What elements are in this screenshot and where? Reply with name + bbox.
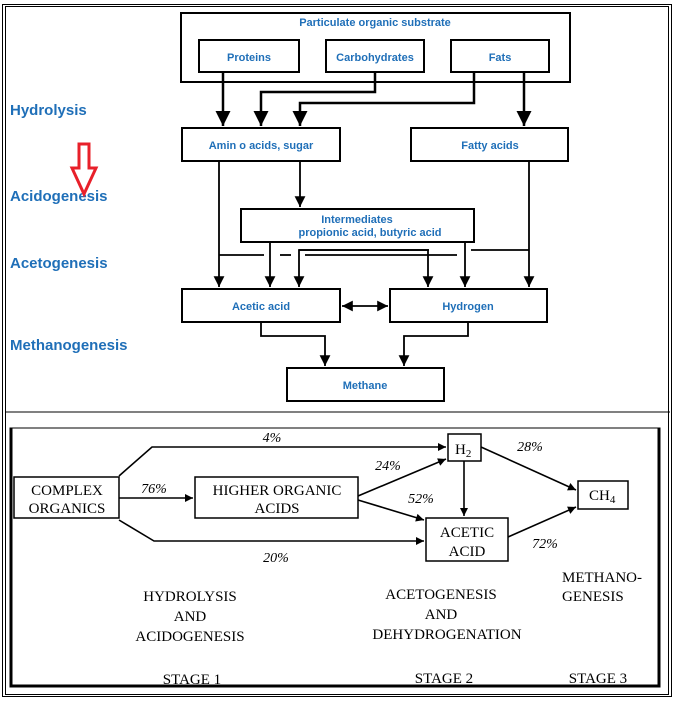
flow-label-complex-to-higher: 76% [141, 482, 167, 497]
bottom-panel-border [9, 427, 661, 688]
stage-3-label: STAGE 3 [569, 671, 627, 687]
svg-text:AND: AND [174, 609, 207, 625]
flow-label-acetic-to-ch4: 72% [532, 537, 558, 552]
arrow-complex-to-h2 [118, 443, 446, 477]
mid-connectors [213, 161, 535, 366]
phase-acetogenesis-dehydrogenation: ACETOGENESIS AND DEHYDROGENATION [372, 587, 521, 643]
svg-text:Proteins: Proteins [227, 52, 271, 64]
top-connectors [215, 72, 532, 126]
svg-text:Methane: Methane [343, 380, 388, 392]
svg-text:AND: AND [425, 607, 458, 623]
inner-frame [5, 6, 669, 695]
red-down-arrow-icon [69, 142, 99, 198]
bottom-connectors [118, 443, 577, 545]
arrow-acetic-to-ch4 [507, 506, 577, 538]
arrow-carbs-to-amino [253, 72, 377, 126]
flow-label-h2-to-ch4: 28% [517, 440, 543, 455]
svg-text:propionic acid, butyric acid: propionic acid, butyric acid [298, 227, 441, 239]
stage-label-methanogenesis: Methanogenesis [10, 337, 128, 354]
svg-text:ACID: ACID [449, 544, 486, 560]
stage-label-acidogenesis: Acidogenesis [10, 188, 108, 205]
node-higher-organic-acids: HIGHER ORGANIC ACIDS [194, 476, 359, 519]
box-proteins: Proteins [198, 39, 300, 73]
svg-text:Hydrogen: Hydrogen [442, 301, 494, 313]
stage-label-acetogenesis: Acetogenesis [10, 255, 108, 272]
svg-text:CH4: CH4 [589, 488, 616, 506]
svg-text:H2: H2 [455, 442, 471, 460]
bottom-flowchart: COMPLEX ORGANICS HIGHER ORGANIC ACIDS H2… [9, 427, 661, 688]
arrow-branch-to-hydrogen [299, 249, 434, 287]
node-h2: H2 [447, 433, 482, 462]
svg-text:HIGHER ORGANIC: HIGHER ORGANIC [213, 483, 342, 499]
node-acetic-acid: ACETIC ACID [425, 517, 509, 562]
arrow-h2-to-ch4 [480, 446, 577, 491]
box-acetic-acid: Acetic acid [181, 288, 341, 323]
stage-2-label: STAGE 2 [415, 671, 473, 687]
svg-text:Acetic acid: Acetic acid [232, 301, 290, 313]
flow-label-higher-to-acetic: 52% [408, 492, 434, 507]
svg-text:Amin o acids, sugar: Amin o acids, sugar [209, 140, 314, 152]
svg-text:HYDROLYSIS: HYDROLYSIS [143, 589, 237, 605]
substrate-title: Particulate organic substrate [299, 17, 451, 29]
arrow-higher-to-acetic [357, 499, 425, 522]
svg-text:Fatty acids: Fatty acids [461, 140, 518, 152]
box-fatty-acids: Fatty acids [410, 127, 569, 162]
svg-text:GENESIS: GENESIS [562, 589, 624, 605]
box-carbohydrates: Carbohydrates [325, 39, 425, 73]
box-methane: Methane [286, 367, 445, 402]
stage-1-label: STAGE 1 [163, 672, 221, 688]
stage-label-hydrolysis: Hydrolysis [10, 102, 87, 119]
flow-label-higher-to-h2: 24% [375, 459, 401, 474]
box-amino-acids-sugar: Amin o acids, sugar [181, 127, 341, 162]
svg-text:DEHYDROGENATION: DEHYDROGENATION [372, 627, 521, 643]
svg-text:ACIDOGENESIS: ACIDOGENESIS [135, 629, 244, 645]
arrow-higher-to-h2 [357, 458, 447, 497]
node-complex-organics: COMPLEX ORGANICS [13, 476, 120, 519]
top-flowchart: Hydrolysis Acidogenesis Acetogenesis Met… [10, 12, 571, 402]
arrow-complex-to-acetic [118, 519, 424, 545]
svg-text:ACIDS: ACIDS [254, 501, 299, 517]
svg-text:ACETIC: ACETIC [440, 525, 494, 541]
svg-text:ORGANICS: ORGANICS [29, 501, 106, 517]
arrow-acetic-to-methane [260, 322, 331, 366]
box-fats: Fats [450, 39, 550, 73]
svg-text:Intermediates: Intermediates [321, 214, 393, 226]
outer-frame [2, 4, 672, 697]
arrow-hydrogen-to-methane [398, 322, 469, 366]
node-ch4: CH4 [577, 480, 629, 510]
svg-text:ACETOGENESIS: ACETOGENESIS [385, 587, 496, 603]
flow-label-complex-to-h2: 4% [263, 431, 282, 446]
phase-hydrolysis-acidogenesis: HYDROLYSIS AND ACIDOGENESIS [135, 589, 244, 645]
box-hydrogen: Hydrogen [389, 288, 548, 323]
svg-text:Carbohydrates: Carbohydrates [336, 52, 414, 64]
svg-text:METHANO-: METHANO- [562, 570, 642, 586]
arrow-fats-to-amino [292, 72, 476, 126]
svg-text:Fats: Fats [489, 52, 512, 64]
flow-label-complex-to-acetic: 20% [263, 551, 289, 566]
box-intermediates: Intermediates propionic acid, butyric ac… [240, 208, 475, 243]
svg-text:COMPLEX: COMPLEX [31, 483, 103, 499]
phase-methanogenesis: METHANO- GENESIS [562, 570, 642, 605]
